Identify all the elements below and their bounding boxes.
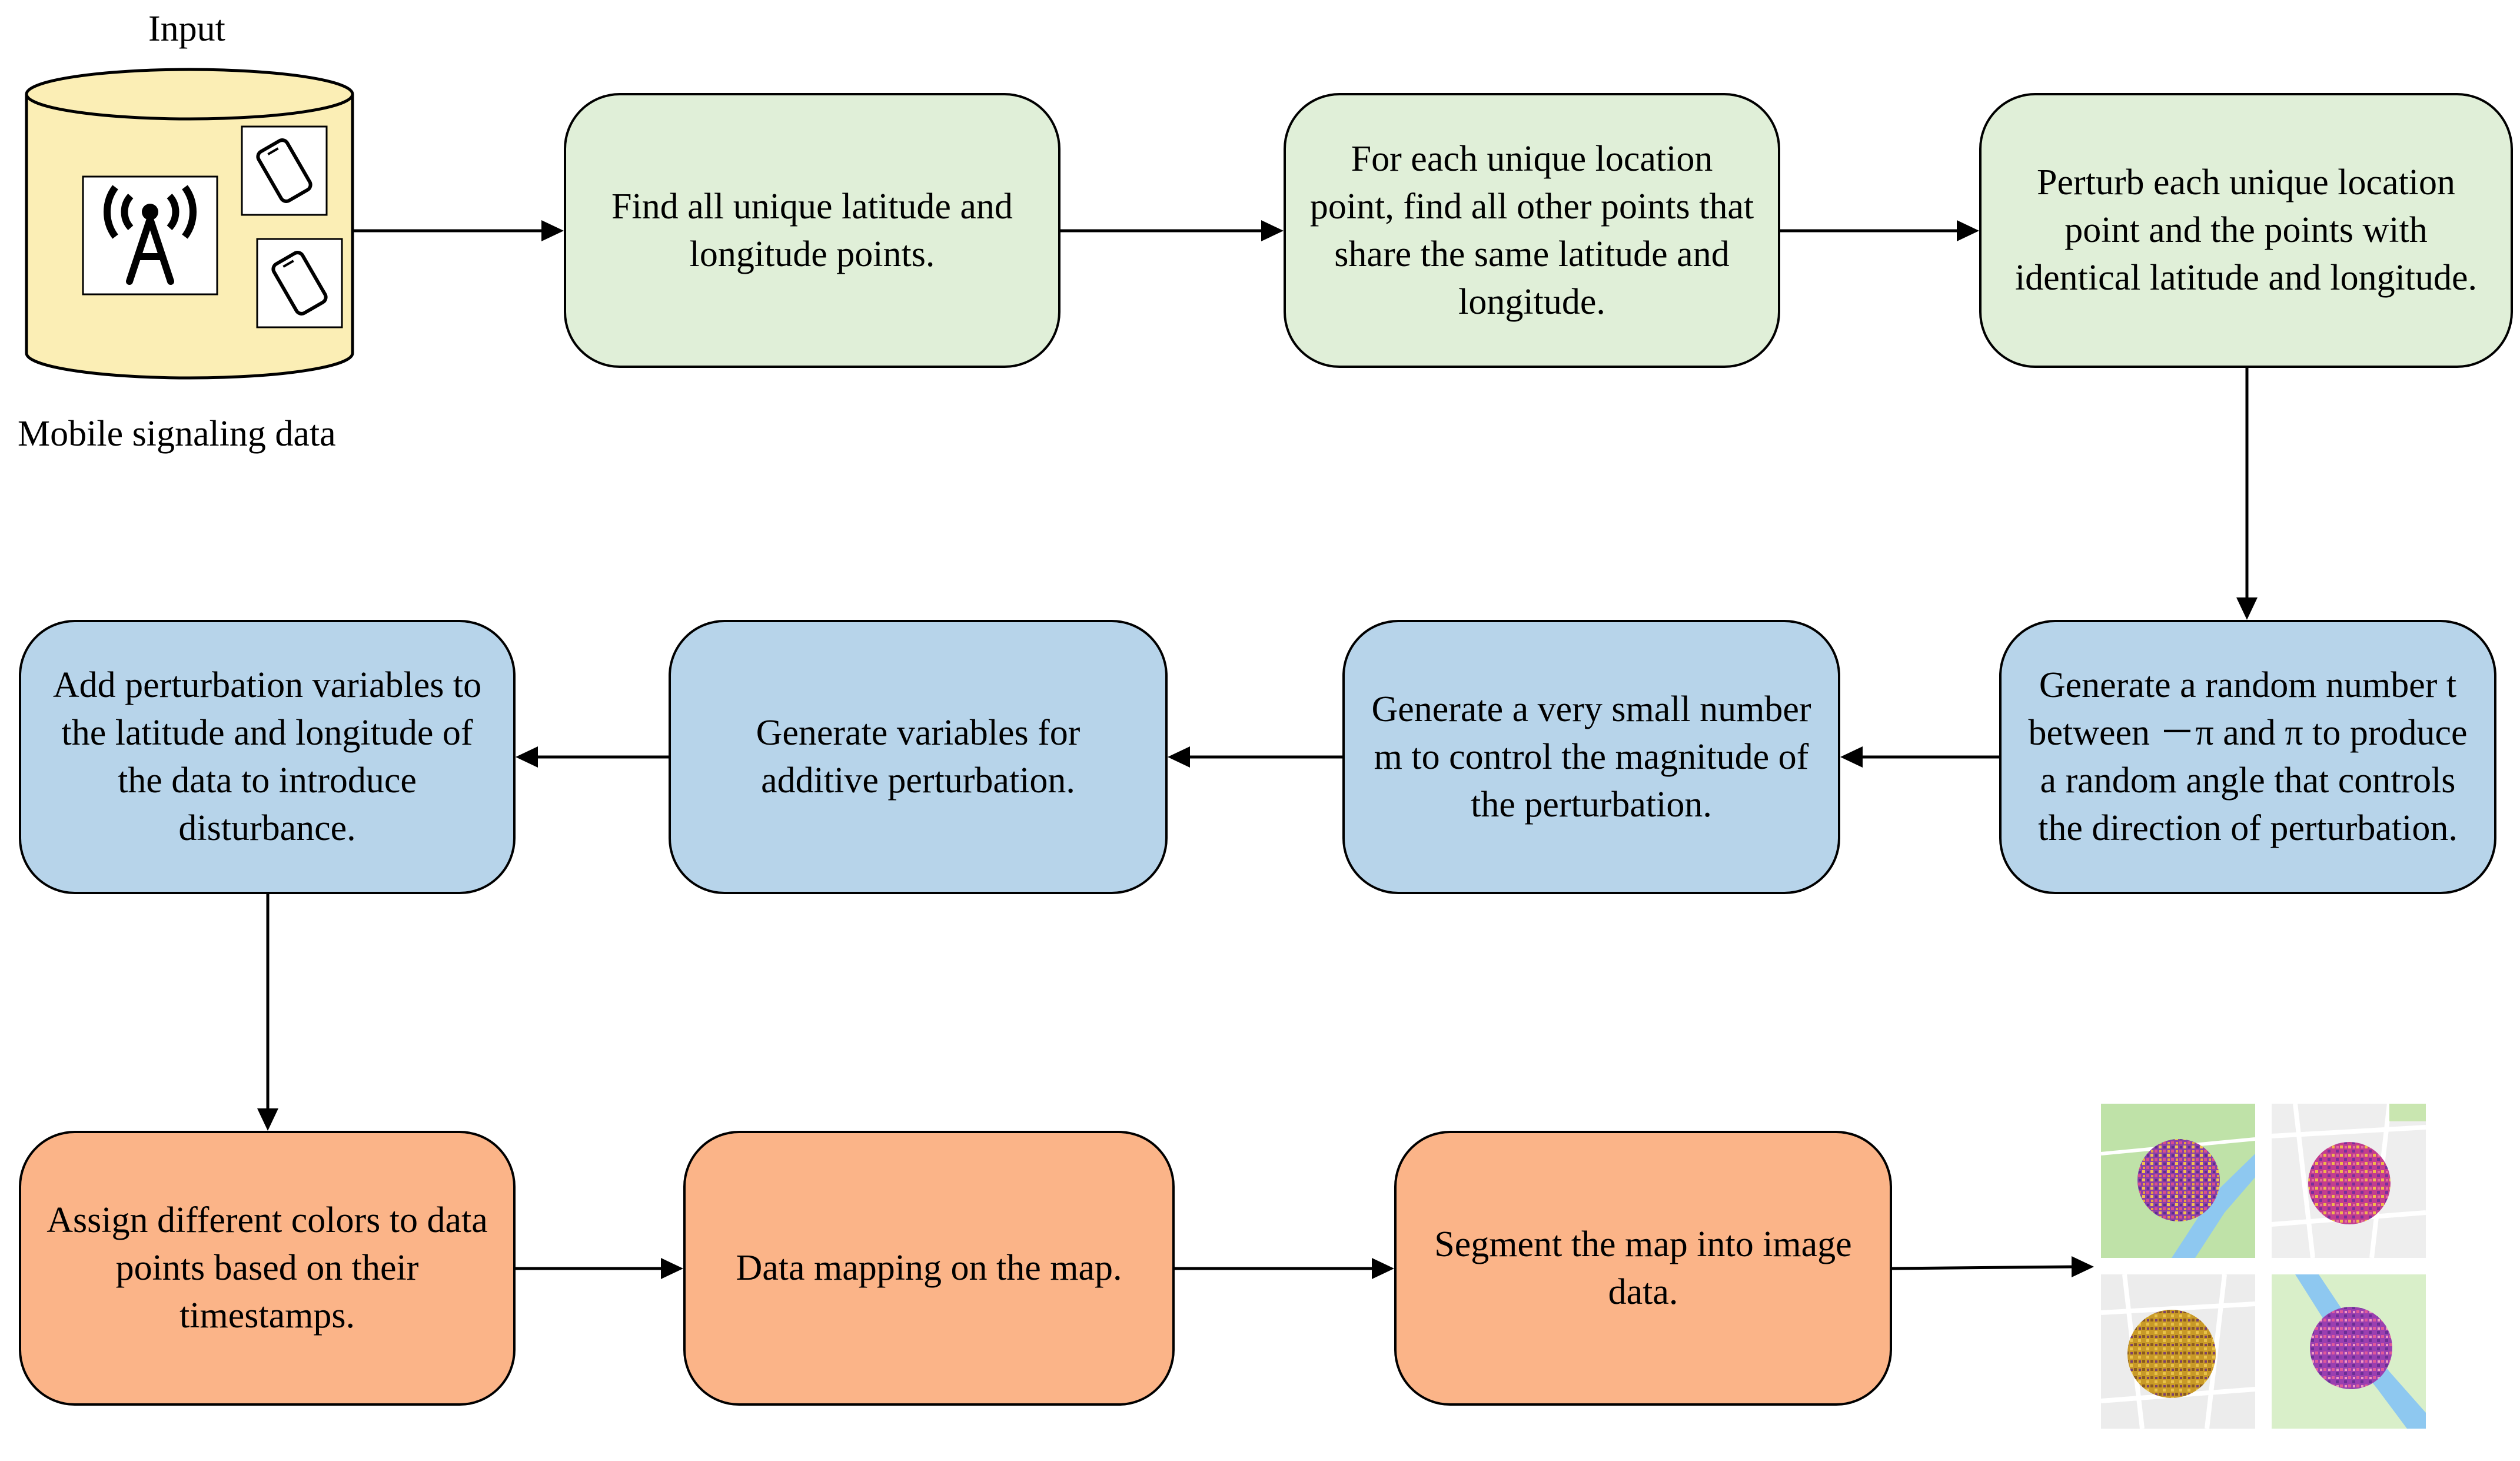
step-segment-map-text: Segment the map into image data.	[1434, 1224, 1852, 1312]
step-perturb-points-box: Perturb each unique location point and t…	[1979, 93, 2513, 368]
step-random-angle-text: Generate a random number t between －π an…	[2028, 665, 2468, 848]
step-find-unique-text: Find all unique latitude and longitude p…	[611, 186, 1013, 274]
flow-arrows	[257, 220, 2258, 1279]
step-add-vars-box: Add perturbation variables to the latitu…	[19, 620, 516, 894]
output-map-thumbnail	[2100, 1104, 2256, 1258]
output-map-thumbnail	[2272, 1274, 2426, 1429]
input-title: Input	[148, 9, 225, 49]
step-segment-map-box: Segment the map into image data.	[1394, 1131, 1892, 1406]
output-map-thumbnail	[2100, 1274, 2256, 1429]
step-random-angle-box: Generate a random number t between －π an…	[1999, 620, 2496, 894]
step-assign-colors-box: Assign different colors to data points b…	[19, 1131, 516, 1406]
smartphone-icon	[256, 238, 343, 328]
step-assign-colors-text: Assign different colors to data points b…	[46, 1200, 488, 1336]
signal-tower-icon	[82, 175, 218, 295]
step-find-shared-text: For each unique location point, find all…	[1309, 138, 1754, 322]
step-perturb-points-text: Perturb each unique location point and t…	[2014, 162, 2478, 298]
output-map-thumbnail	[2271, 1103, 2426, 1259]
step-data-mapping-box: Data mapping on the map.	[683, 1131, 1175, 1406]
step-small-number-text: Generate a very small number m to contro…	[1371, 689, 1811, 825]
step-data-mapping-text: Data mapping on the map.	[736, 1248, 1122, 1288]
step-additive-vars-box: Generate variables for additive perturba…	[669, 620, 1168, 894]
step-additive-vars-text: Generate variables for additive perturba…	[756, 713, 1081, 801]
step-find-shared-box: For each unique location point, find all…	[1284, 93, 1780, 368]
step-add-vars-text: Add perturbation variables to the latitu…	[52, 665, 482, 848]
step-small-number-box: Generate a very small number m to contro…	[1342, 620, 1840, 894]
smartphone-icon	[241, 125, 328, 216]
input-caption: Mobile signaling data	[18, 414, 336, 454]
step-find-unique-box: Find all unique latitude and longitude p…	[564, 93, 1060, 368]
